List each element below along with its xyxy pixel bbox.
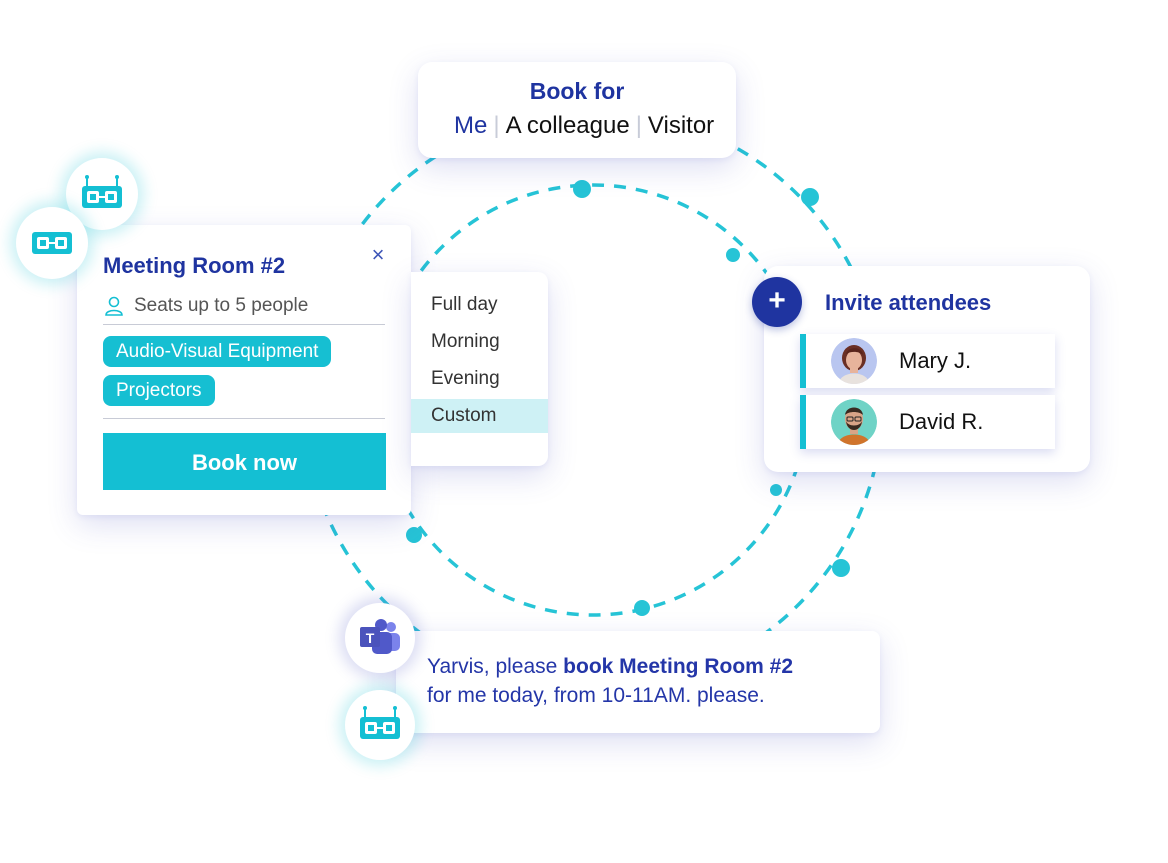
- ring-dot: [726, 248, 740, 262]
- ring-dot: [770, 484, 782, 496]
- separator: |: [493, 112, 500, 139]
- bot-icon: [16, 207, 88, 279]
- teams-icon: T: [345, 603, 415, 673]
- menu-item-full-day[interactable]: Full day: [431, 294, 498, 315]
- book-for-options: Me|A colleague|Visitor: [454, 112, 714, 140]
- chat-message-card: Yarvis, please book Meeting Room #2 for …: [396, 631, 880, 733]
- person-icon: [105, 296, 123, 316]
- menu-item-morning[interactable]: Morning: [431, 331, 500, 352]
- menu-item-custom[interactable]: Custom: [411, 399, 548, 433]
- seats-info: Seats up to 5 people: [103, 295, 308, 317]
- room-title: Meeting Room #2: [103, 253, 286, 278]
- ring-dot: [573, 180, 591, 198]
- attendee-name: David R.: [899, 409, 984, 434]
- svg-text:T: T: [366, 630, 375, 646]
- chat-line-1-prefix: Yarvis, please: [427, 655, 564, 678]
- book-for-option-colleague[interactable]: A colleague: [505, 112, 630, 139]
- divider: [103, 418, 385, 419]
- bot-icon: [345, 690, 415, 760]
- ring-dot: [406, 527, 422, 543]
- book-now-button[interactable]: Book now: [103, 433, 386, 490]
- divider: [103, 324, 385, 325]
- ring-dot: [634, 600, 650, 616]
- attendee-row[interactable]: David R.: [800, 395, 1055, 449]
- chat-line-1-bold: book Meeting Room #2: [563, 655, 794, 678]
- book-for-option-me[interactable]: Me: [454, 112, 488, 139]
- meeting-room-card: Meeting Room #2 × Seats up to 5 people A…: [77, 225, 411, 515]
- book-for-card: Book for Me|A colleague|Visitor: [418, 62, 736, 158]
- chat-line-2: for me today, from 10-11AM. please.: [427, 684, 765, 707]
- avatar: [831, 338, 877, 384]
- separator: |: [635, 112, 642, 139]
- tag-projectors: Projectors: [103, 375, 215, 406]
- ring-dot: [801, 188, 819, 206]
- close-icon[interactable]: ×: [371, 242, 385, 267]
- avatar: [831, 399, 877, 445]
- plus-icon[interactable]: +: [752, 277, 802, 327]
- seats-label: Seats up to 5 people: [134, 295, 309, 316]
- invite-title: Invite attendees: [825, 290, 992, 315]
- book-for-option-visitor[interactable]: Visitor: [647, 112, 715, 139]
- attendee-name: Mary J.: [899, 348, 972, 373]
- duration-menu: Full day Morning Evening Custom: [411, 272, 548, 466]
- attendee-row[interactable]: Mary J.: [800, 334, 1055, 388]
- tag-audio-visual: Audio-Visual Equipment: [103, 336, 332, 367]
- chat-line-1: Yarvis, please book Meeting Room #2: [427, 655, 793, 679]
- ring-dot: [832, 559, 850, 577]
- book-for-title: Book for: [529, 78, 625, 104]
- menu-item-evening[interactable]: Evening: [431, 368, 500, 389]
